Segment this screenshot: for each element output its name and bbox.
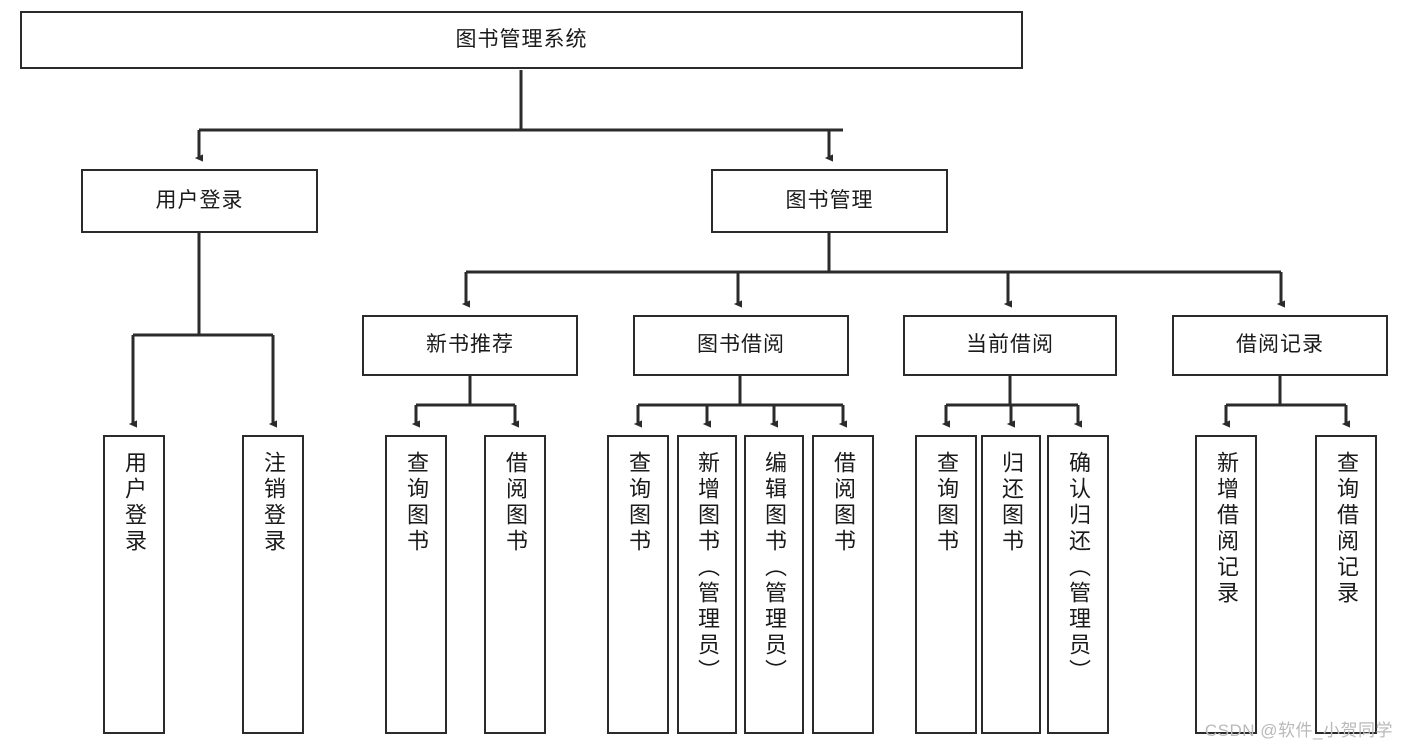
leaf-borrow-borrow-books-label: 借阅图书 xyxy=(831,451,856,555)
node-current-borrow-label: 当前借阅 xyxy=(966,333,1054,357)
leaf-current-return-books-label: 归还图书 xyxy=(999,451,1024,555)
node-root[interactable]: 图书管理系统 xyxy=(20,11,1023,69)
leaf-logout[interactable]: 注销登录 xyxy=(242,435,304,734)
leaf-current-query-books[interactable]: 查询图书 xyxy=(915,435,977,734)
node-book-borrow-label: 图书借阅 xyxy=(697,333,785,357)
node-user-login-label: 用户登录 xyxy=(155,188,244,212)
node-borrow-records[interactable]: 借阅记录 xyxy=(1172,315,1388,376)
leaf-current-confirm-return-admin[interactable]: 确认归还（管理员） xyxy=(1047,435,1109,734)
node-current-borrow[interactable]: 当前借阅 xyxy=(903,315,1117,376)
leaf-records-add-record[interactable]: 新增借阅记录 xyxy=(1195,435,1257,734)
edges-records-to-leaves xyxy=(1221,376,1351,428)
edges-newbook-to-leaves xyxy=(411,376,520,428)
node-new-book-recommend-label: 新书推荐 xyxy=(426,333,514,357)
leaf-records-add-record-label: 新增借阅记录 xyxy=(1214,451,1239,607)
leaf-borrow-add-book-admin[interactable]: 新增图书（管理员） xyxy=(677,435,737,734)
leaf-records-query-record-label: 查询借阅记录 xyxy=(1334,451,1359,607)
leaf-borrow-query-books[interactable]: 查询图书 xyxy=(607,435,669,734)
edges-borrow-to-leaves xyxy=(633,376,848,428)
node-book-management[interactable]: 图书管理 xyxy=(711,169,948,233)
leaf-newbook-borrow-books-label: 借阅图书 xyxy=(503,451,528,555)
edges-login-to-leaves xyxy=(128,233,278,428)
leaf-borrow-add-book-admin-label: 新增图书（管理员） xyxy=(695,451,720,685)
leaf-user-login[interactable]: 用户登录 xyxy=(103,435,165,734)
edges-current-to-leaves xyxy=(941,376,1083,428)
node-borrow-records-label: 借阅记录 xyxy=(1236,333,1324,357)
watermark-text: CSDN @软件_小贺同学 xyxy=(1204,721,1393,740)
leaf-borrow-edit-book-admin[interactable]: 编辑图书（管理员） xyxy=(744,435,804,734)
node-user-login[interactable]: 用户登录 xyxy=(81,169,318,233)
leaf-current-confirm-return-admin-label: 确认归还（管理员） xyxy=(1066,451,1091,685)
leaf-borrow-edit-book-admin-label: 编辑图书（管理员） xyxy=(762,451,787,685)
edges-bookmgmt-to-level3 xyxy=(461,233,1286,308)
leaf-logout-label: 注销登录 xyxy=(261,451,286,555)
leaf-newbook-query-books-label: 查询图书 xyxy=(404,451,429,555)
leaf-newbook-query-books[interactable]: 查询图书 xyxy=(385,435,447,734)
node-book-borrow[interactable]: 图书借阅 xyxy=(633,315,849,376)
node-root-label: 图书管理系统 xyxy=(455,27,588,51)
edges-root-to-level2 xyxy=(194,70,843,162)
leaf-records-query-record[interactable]: 查询借阅记录 xyxy=(1315,435,1377,734)
node-book-management-label: 图书管理 xyxy=(785,188,874,212)
leaf-borrow-query-books-label: 查询图书 xyxy=(626,451,651,555)
leaf-newbook-borrow-books[interactable]: 借阅图书 xyxy=(484,435,546,734)
leaf-current-return-books[interactable]: 归还图书 xyxy=(981,435,1041,734)
node-new-book-recommend[interactable]: 新书推荐 xyxy=(362,315,578,376)
leaf-current-query-books-label: 查询图书 xyxy=(934,451,959,555)
leaf-borrow-borrow-books[interactable]: 借阅图书 xyxy=(812,435,874,734)
leaf-user-login-label: 用户登录 xyxy=(122,451,147,555)
